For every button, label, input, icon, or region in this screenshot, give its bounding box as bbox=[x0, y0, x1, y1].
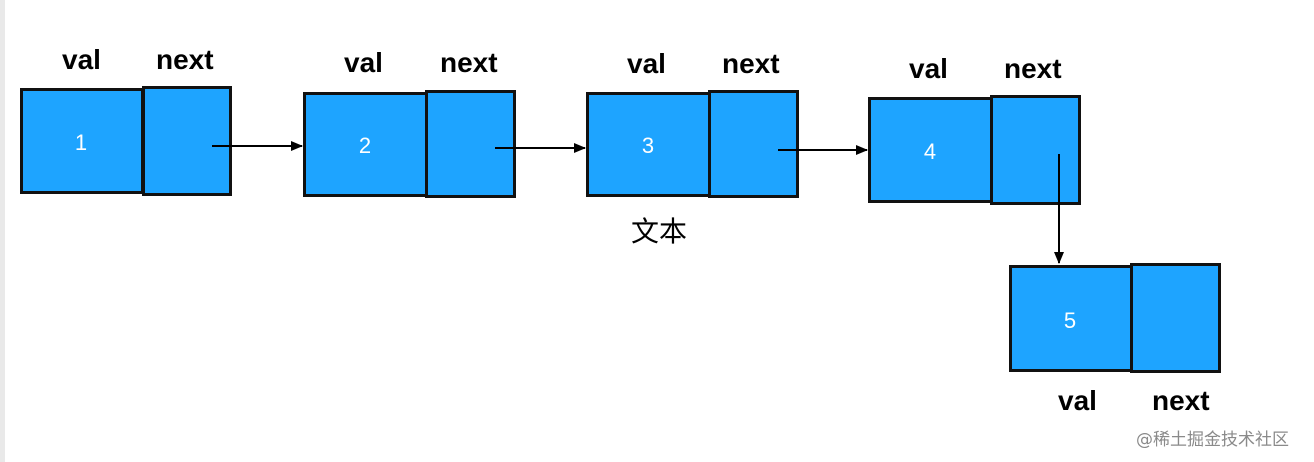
node-2-val-label: val bbox=[344, 47, 383, 78]
node-4-val-cell bbox=[868, 97, 993, 203]
node-5-val-cell bbox=[1009, 265, 1133, 372]
node-5-next-cell bbox=[1130, 263, 1221, 373]
node-5-value: 5 bbox=[1063, 308, 1077, 333]
node-3-val-label: val bbox=[627, 48, 666, 79]
node-5-next-label: next bbox=[1152, 385, 1210, 416]
node-1-val-label: val bbox=[62, 44, 101, 75]
node-4-next-cell bbox=[990, 95, 1081, 205]
node-4-val-label: val bbox=[909, 53, 948, 84]
node-1-next-label: next bbox=[156, 44, 214, 75]
watermark: @稀土掘金技术社区 bbox=[1136, 430, 1289, 450]
node-3-val-cell bbox=[586, 92, 711, 197]
node-1-value: 1 bbox=[74, 130, 88, 155]
node-2-value: 2 bbox=[358, 133, 372, 158]
node-3-next-label: next bbox=[722, 48, 780, 79]
node-5-val-label: val bbox=[1058, 385, 1097, 416]
node-3-value: 3 bbox=[641, 133, 655, 158]
node-1-next-cell bbox=[142, 86, 232, 196]
window-edge bbox=[0, 0, 5, 462]
node-2-next-label: next bbox=[440, 47, 498, 78]
node-2-next-cell bbox=[425, 90, 516, 198]
node-4-next-label: next bbox=[1004, 53, 1062, 84]
annotation-text: 文本 bbox=[631, 215, 688, 248]
node-4-value: 4 bbox=[923, 139, 937, 164]
node-3-next-cell bbox=[708, 90, 799, 198]
